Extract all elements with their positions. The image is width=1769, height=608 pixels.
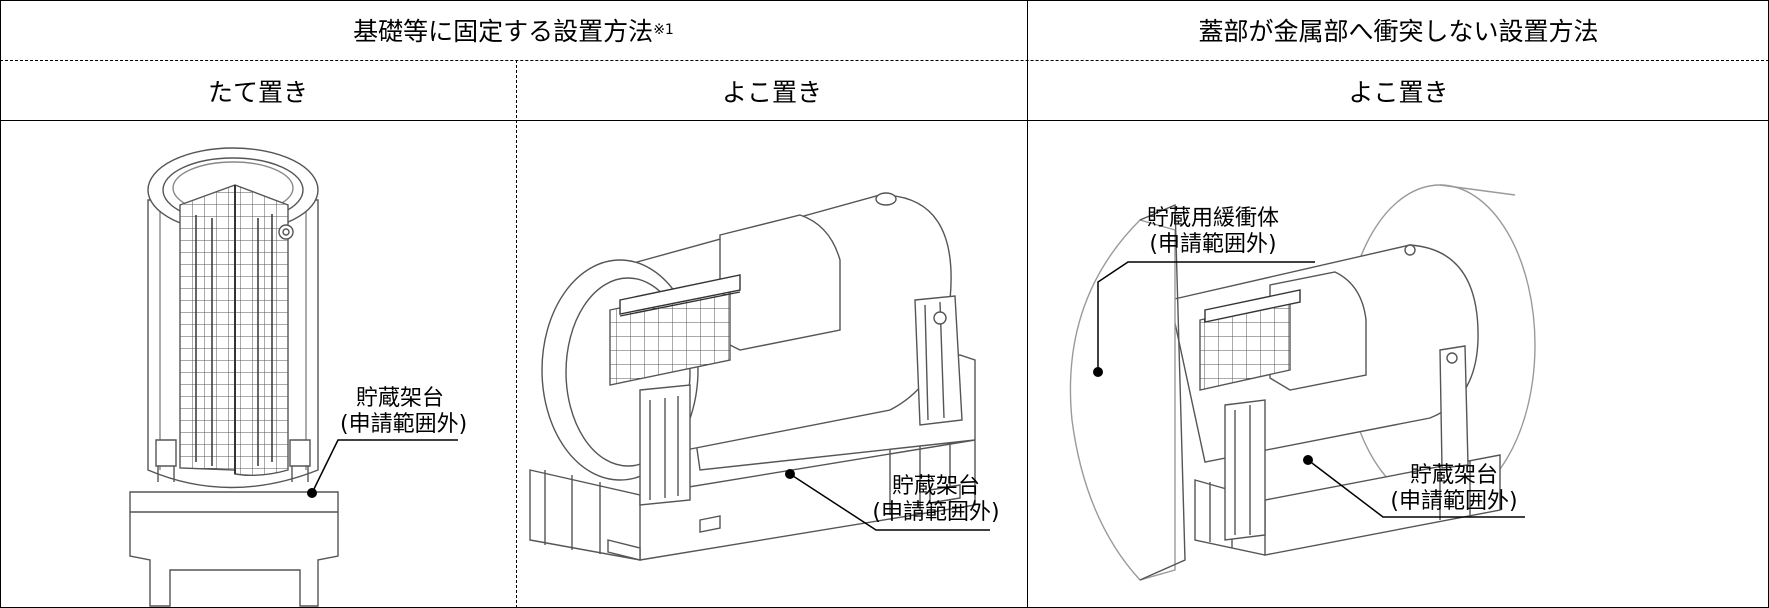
- header-fixed-installation: 基礎等に固定する設置方法※1: [0, 0, 1027, 60]
- buffer-dot: [1093, 367, 1103, 377]
- horizontal-stand-leader: [789, 473, 990, 531]
- header-no-collision-installation-text: 蓋部が金属部へ衝突しない設置方法: [1198, 17, 1599, 46]
- vertical-stand-label: 貯蔵架台 (申請範囲外): [340, 386, 468, 438]
- horizontal-stand-label: 貯蔵架台 (申請範囲外): [866, 474, 1006, 526]
- header-fixed-installation-text: 基礎等に固定する設置方法: [353, 17, 654, 46]
- leader-lines: [311, 261, 1525, 531]
- header-horizontal-fixed: よこ置き: [517, 61, 1027, 120]
- header-horizontal-free-text: よこ置き: [1348, 77, 1449, 107]
- free-stand-dot: [1303, 455, 1313, 465]
- group-divider: [1027, 0, 1028, 608]
- free-stand-label-line2: (申請範囲外): [1390, 489, 1518, 514]
- vertical-cask-drawing: [129, 147, 339, 607]
- buffer-label: 貯蔵用緩衝体 (申請範囲外): [1143, 206, 1283, 258]
- leader-dots: [307, 367, 1313, 498]
- horizontal-stand-label-line1: 貯蔵架台: [891, 474, 980, 499]
- horizontal-cask-free-saddle-front: [1224, 399, 1266, 541]
- group-header-divider: [0, 60, 1769, 61]
- header-no-collision-installation: 蓋部が金属部へ衝突しない設置方法: [1028, 0, 1769, 60]
- header-vertical: たて置き: [0, 61, 516, 120]
- subheader-divider: [0, 120, 1769, 121]
- vertical-stand-label-line2: (申請範囲外): [340, 412, 468, 437]
- free-stand-label-line1: 貯蔵架台: [1409, 463, 1498, 488]
- vertical-cask-platform: [129, 491, 339, 607]
- horizontal-cask-free-drawing: [1069, 184, 1536, 581]
- vertical-stand-label-line1: 貯蔵架台: [355, 386, 444, 411]
- horizontal-cask-fixed-drawing: [529, 192, 976, 561]
- horizontal-stand-dot: [785, 469, 795, 479]
- buffer-label-line1: 貯蔵用緩衝体: [1146, 206, 1279, 231]
- free-stand-label: 貯蔵架台 (申請範囲外): [1384, 463, 1524, 515]
- horizontal-stand-label-line2: (申請範囲外): [872, 500, 1000, 525]
- column-divider: [516, 60, 517, 608]
- buffer-label-line2: (申請範囲外): [1149, 232, 1277, 257]
- vertical-stand-leader: [311, 439, 458, 494]
- front-buffer: [1069, 219, 1176, 581]
- header-horizontal-free: よこ置き: [1028, 61, 1769, 120]
- free-stand-leader: [1307, 459, 1525, 518]
- horizontal-cask-free-saddle-rear: [1439, 345, 1469, 469]
- buffer-leader: [1097, 261, 1315, 372]
- vertical-stand-dot: [307, 488, 317, 498]
- header-vertical-text: たて置き: [207, 77, 308, 107]
- header-horizontal-fixed-text: よこ置き: [721, 77, 822, 107]
